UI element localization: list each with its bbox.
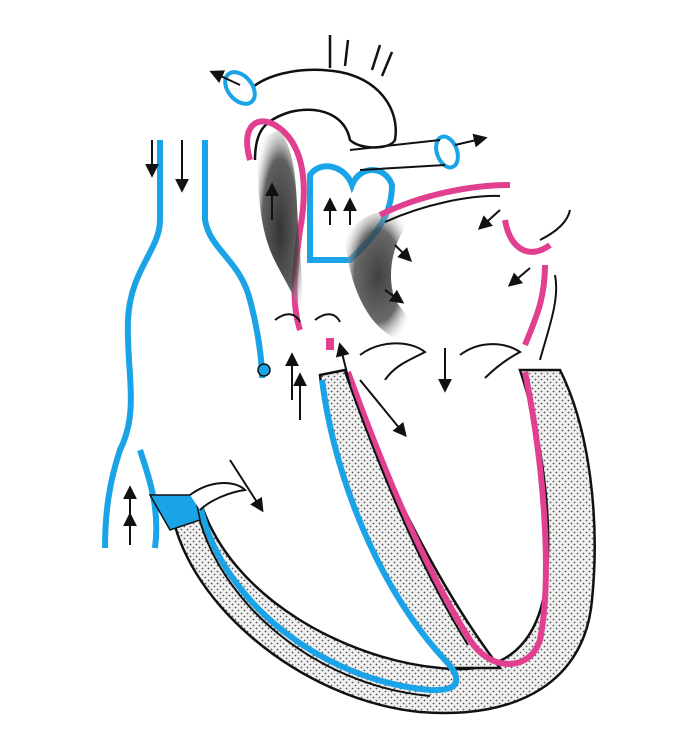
arrow-pulm-out — [455, 138, 485, 145]
septum-marker — [326, 338, 334, 350]
tricuspid-valve-flap — [190, 483, 245, 510]
pulmonary-valve-flap-right — [315, 314, 340, 322]
valve-node — [258, 364, 270, 376]
flow-arrows — [130, 72, 530, 545]
pulmonary-vein-lower — [525, 265, 545, 345]
septum — [320, 370, 500, 668]
aorta-branches — [330, 35, 392, 76]
left-atrium-shading — [345, 212, 411, 340]
arrow-la-right-1 — [395, 245, 410, 260]
pulmonary-vein-upper — [505, 220, 550, 252]
arrow-pv-in-1 — [480, 210, 500, 228]
arrow-pv-in-2 — [510, 268, 530, 285]
mitral-valve-left-flap — [360, 343, 425, 380]
left-atrium-wall — [380, 185, 510, 215]
superior-vena-cava-inner — [205, 140, 262, 378]
mitral-valve-right-flap — [460, 344, 520, 378]
